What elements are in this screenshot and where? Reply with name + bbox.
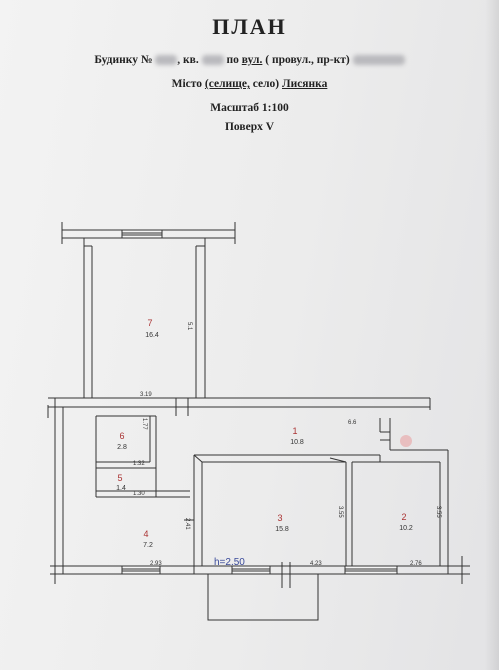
- room-7-number: 7: [147, 318, 152, 328]
- dim-room6-side: 1.77: [141, 418, 147, 430]
- city-line: Місто (селище, село) Лисянка: [0, 78, 499, 90]
- room-6-area: 2.8: [117, 444, 127, 451]
- settlement-type: (селище,: [204, 78, 250, 90]
- room-1-number: 1: [292, 426, 297, 436]
- dim-room6-bottom: 1.32: [133, 461, 145, 467]
- apartment-label: , кв.: [177, 54, 199, 66]
- dim-room2-bottom: 2.76: [410, 561, 422, 567]
- room-5-number: 5: [117, 473, 122, 483]
- redacted-building-number: [155, 55, 178, 66]
- dim-room7-side: 5.1: [186, 322, 192, 331]
- room-7-area: 16.4: [145, 332, 159, 339]
- page-shadow: [485, 0, 499, 670]
- room-5-area: 1.4: [116, 485, 126, 492]
- village-label: село): [252, 78, 280, 90]
- redacted-apartment-number: [201, 55, 224, 66]
- address-line: Будинку № , кв. по вул. ( провул., пр-кт…: [0, 54, 499, 66]
- street-prefix: по: [226, 54, 239, 66]
- room-2-number: 2: [401, 512, 406, 522]
- street-alt: ( провул., пр-кт): [265, 54, 350, 66]
- redacted-street-name: [352, 55, 405, 66]
- room-4-area: 7.2: [143, 542, 153, 549]
- dim-room4-bottom: 2.93: [150, 561, 162, 567]
- room-3-number: 3: [277, 513, 282, 523]
- city-name: Лисянка: [282, 78, 328, 90]
- building-label: Будинку №: [94, 54, 153, 66]
- room-1-area: 10.8: [290, 439, 304, 446]
- room-2-area: 10.2: [399, 525, 413, 532]
- dim-corridor-right: 6.6: [348, 420, 357, 426]
- ceiling-height-annotation: h=2.50: [214, 557, 245, 568]
- page-title: ПЛАН: [212, 14, 287, 39]
- city-label: Місто: [171, 78, 203, 90]
- room-6-number: 6: [119, 431, 124, 441]
- dim-room3-side: 3.55: [337, 506, 343, 518]
- dim-room3-bottom: 4.23: [310, 561, 322, 567]
- red-stamp-mark: [400, 435, 412, 447]
- dim-room5-bottom: 1.30: [133, 491, 145, 497]
- room-3-area: 15.8: [275, 526, 289, 533]
- room-4-number: 4: [143, 529, 148, 539]
- dim-room2-side: 3.55: [435, 506, 441, 518]
- dim-room4-side: 2.41: [184, 518, 190, 530]
- street-type: вул.: [241, 54, 263, 66]
- dim-room7-bottom: 3.19: [140, 392, 152, 398]
- scale-line: Масштаб 1:100: [210, 102, 289, 114]
- floor-line: Поверх V: [224, 121, 275, 133]
